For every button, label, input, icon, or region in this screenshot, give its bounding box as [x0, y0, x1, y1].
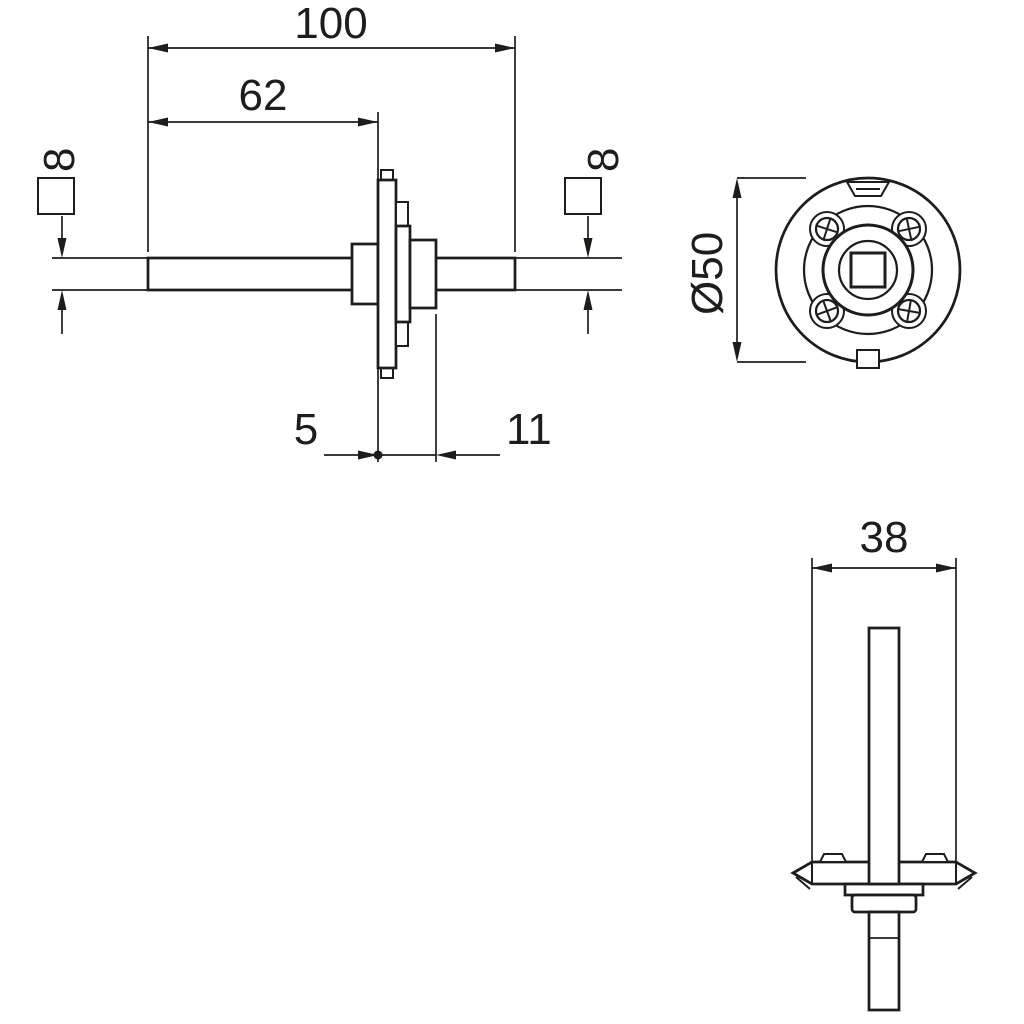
- square-section-symbol-right: [564, 177, 602, 215]
- screw-head: [896, 216, 922, 242]
- arrowhead: [495, 43, 515, 53]
- dim-label-overall-length: 100: [294, 0, 367, 48]
- screw-boss-bump-right: [920, 853, 950, 863]
- clip-tab-bottom: [856, 349, 880, 369]
- dim-reference-dot: [373, 450, 383, 460]
- dim-label-plate-offset: 5: [294, 405, 318, 454]
- arrowhead: [148, 117, 168, 127]
- arrowhead: [57, 290, 67, 310]
- arrowhead: [436, 450, 456, 460]
- arrowhead: [732, 178, 742, 198]
- arrowhead: [732, 342, 742, 362]
- screw-post-bottom: [395, 319, 409, 347]
- arrowhead: [358, 450, 378, 460]
- arrowhead: [583, 238, 593, 258]
- rose-ring-band: [843, 882, 925, 897]
- screw-head: [814, 298, 840, 324]
- arrowhead: [812, 563, 832, 573]
- dim-label-square-left: 8: [35, 148, 84, 172]
- arrowhead: [148, 43, 168, 53]
- arrowhead: [936, 563, 956, 573]
- square-spindle-hole: [849, 251, 887, 289]
- rose-hub-bottom: [850, 893, 918, 914]
- rose-inner-contour: [802, 204, 934, 336]
- dim-label-square-right: 8: [579, 148, 628, 172]
- rose-flange-side: [394, 224, 412, 324]
- phillips-cross-icon: [898, 300, 920, 322]
- spindle-lower: [867, 910, 901, 1012]
- rose-plate-side: [376, 178, 398, 370]
- phillips-cross-icon: [817, 301, 837, 321]
- phillips-cross-icon: [817, 219, 837, 239]
- screw-head: [814, 216, 840, 242]
- screw-post-top: [395, 201, 409, 229]
- dim-label-width: 38: [860, 513, 909, 562]
- spindle-collar: [350, 242, 380, 306]
- arrowhead: [358, 117, 378, 127]
- clip-wing-right: [957, 876, 973, 890]
- front-view: Ø50: [683, 176, 962, 369]
- rose-hub-side: [408, 238, 438, 310]
- dim-label-inner-length: 62: [239, 71, 288, 120]
- bottom-view: 38: [790, 513, 978, 1012]
- dim-label-diameter: Ø50: [683, 232, 732, 315]
- hub-inner-ring: [837, 239, 899, 301]
- spindle-bar: [146, 256, 517, 292]
- arrowhead: [583, 290, 593, 310]
- side-view: 100 62 8 8 5 11: [35, 0, 628, 462]
- square-section-symbol-left: [37, 177, 75, 215]
- screw-head: [896, 298, 922, 324]
- spindle-upper: [867, 626, 901, 886]
- arrowhead: [57, 238, 67, 258]
- dim-label-hub-depth: 11: [506, 405, 552, 454]
- phillips-cross-icon: [899, 219, 919, 239]
- clip-wing-left: [795, 876, 811, 890]
- screw-boss-bump-left: [818, 853, 848, 863]
